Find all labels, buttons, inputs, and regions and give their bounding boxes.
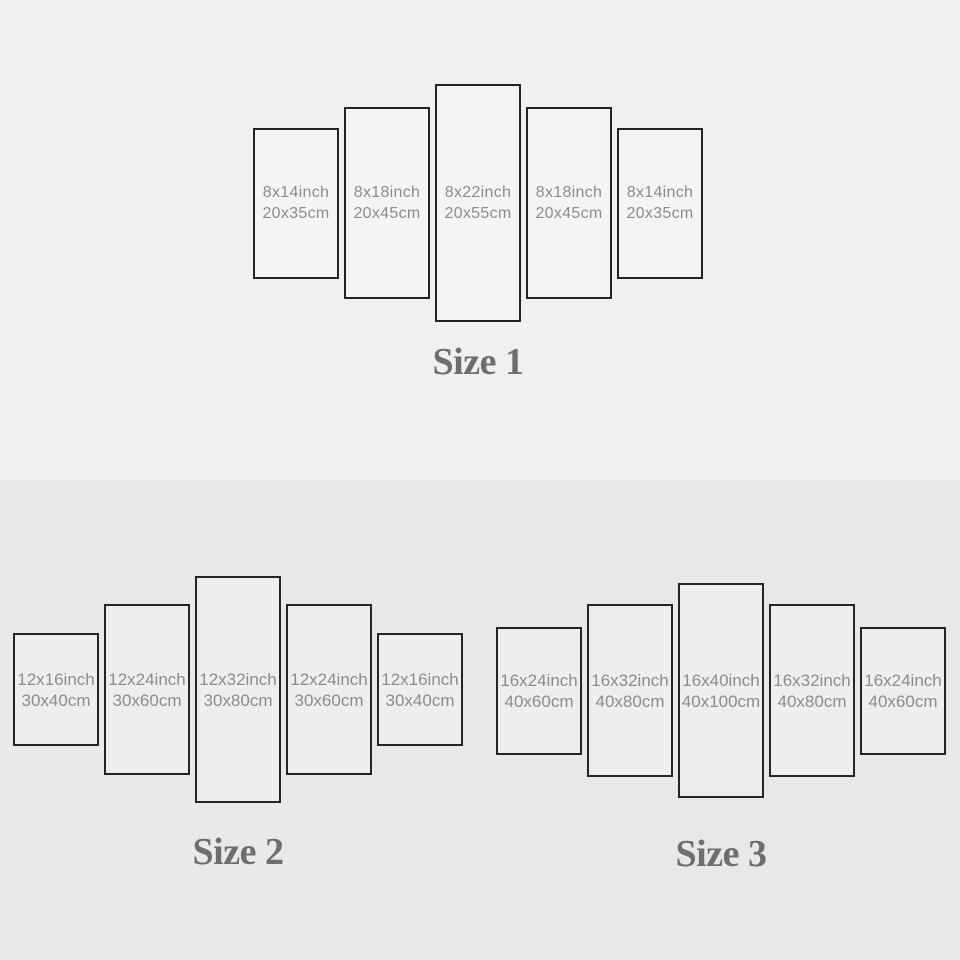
size-1-panel-row: 8x14inch 20x35cm 8x18inch 20x45cm 8x22in… [253,84,703,322]
panel-size-cm: 30x40cm [385,690,455,710]
panel-size-cm: 20x35cm [262,205,330,222]
panel-size-inch: 8x18inch [535,184,603,201]
panel-size-cm: 40x60cm [868,691,938,711]
size-1-section: 8x14inch 20x35cm 8x18inch 20x45cm 8x22in… [253,84,703,383]
panel-size-inch: 16x40inch [682,670,760,690]
panel-size-inch: 12x16inch [17,669,95,689]
panel-size-inch: 8x22inch [444,184,512,201]
canvas-panel: 8x14inch 20x35cm [617,127,703,279]
panel-size-inch: 12x24inch [290,669,368,689]
panel-size-inch: 8x14inch [626,184,694,201]
canvas-panel: 8x14inch 20x35cm [253,127,339,279]
canvas-panel: 16x40inch 40x100cm [678,583,764,798]
panel-size-inch: 12x32inch [199,669,277,689]
size-1-label: Size 1 [432,341,524,383]
panel-size-inch: 12x24inch [108,669,186,689]
panel-size-cm: 40x80cm [777,691,847,711]
panel-size-inch: 16x32inch [773,670,851,690]
panel-size-cm: 20x55cm [444,205,512,222]
size-3-panel-row: 16x24inch 40x60cm 16x32inch 40x80cm 16x4… [496,583,946,798]
canvas-panel: 8x18inch 20x45cm [526,107,612,299]
size-3-section: 16x24inch 40x60cm 16x32inch 40x80cm 16x4… [480,480,960,960]
panel-size-inch: 16x24inch [864,670,942,690]
size-2-panel-row: 12x16inch 30x40cm 12x24inch 30x60cm 12x3… [13,576,463,803]
panel-size-cm: 20x45cm [535,205,603,222]
canvas-panel: 16x32inch 40x80cm [587,604,673,777]
panel-size-cm: 40x80cm [595,691,665,711]
panel-size-inch: 8x14inch [262,184,330,201]
panel-size-inch: 16x24inch [500,670,578,690]
panel-size-cm: 30x60cm [112,690,182,710]
canvas-panel: 8x18inch 20x45cm [344,107,430,299]
canvas-panel: 16x32inch 40x80cm [769,604,855,777]
canvas-panel: 12x16inch 30x40cm [13,633,99,746]
panel-size-cm: 20x35cm [626,205,694,222]
panel-size-inch: 16x32inch [591,670,669,690]
panel-size-cm: 40x100cm [681,691,761,711]
canvas-panel: 12x24inch 30x60cm [104,604,190,775]
panel-size-inch: 8x18inch [353,184,421,201]
panel-size-cm: 40x60cm [504,691,574,711]
canvas-panel: 12x16inch 30x40cm [377,633,463,746]
panel-size-inch: 12x16inch [381,669,459,689]
panel-size-cm: 30x60cm [294,690,364,710]
canvas-panel: 8x22inch 20x55cm [435,84,521,322]
size-2-section: 12x16inch 30x40cm 12x24inch 30x60cm 12x3… [0,480,480,960]
canvas-panel: 12x24inch 30x60cm [286,604,372,775]
panel-size-cm: 20x45cm [353,205,421,222]
canvas-panel: 16x24inch 40x60cm [860,626,946,755]
canvas-panel: 12x32inch 30x80cm [195,576,281,803]
size-2-label: Size 2 [192,831,284,873]
panel-size-cm: 30x80cm [203,690,273,710]
panel-size-cm: 30x40cm [21,690,91,710]
size-3-label: Size 3 [675,833,767,875]
canvas-panel: 16x24inch 40x60cm [496,626,582,755]
